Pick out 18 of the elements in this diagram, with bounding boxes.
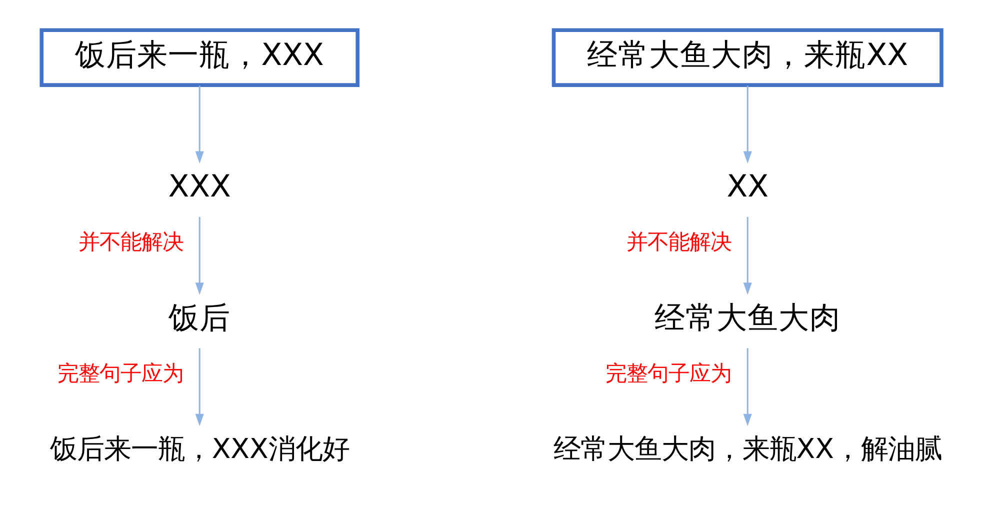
node-text: XXX xyxy=(168,169,231,204)
node-text: 饭后 xyxy=(168,300,231,336)
edge-label: 并不能解决 xyxy=(78,230,184,256)
edge-label: 完整句子应为 xyxy=(57,361,184,386)
arrow xyxy=(743,86,752,164)
arrow xyxy=(743,348,752,426)
arrow xyxy=(195,86,204,164)
node-text: 饭后来一瓶，XXX消化好 xyxy=(50,434,350,466)
node-text: XX xyxy=(726,169,769,204)
arrow xyxy=(195,348,204,426)
edge-label: 并不能解决 xyxy=(626,230,732,256)
node-box: 饭后来一瓶，XXX xyxy=(40,28,360,87)
arrow xyxy=(195,216,204,295)
node-text: 经常大鱼大肉，来瓶XX，解油腻 xyxy=(553,434,942,466)
node-box: 经常大鱼大肉，来瓶XX xyxy=(552,28,944,87)
arrow xyxy=(743,216,752,295)
node-text: 经常大鱼大肉 xyxy=(654,300,841,336)
edge-label: 完整句子应为 xyxy=(605,361,732,386)
